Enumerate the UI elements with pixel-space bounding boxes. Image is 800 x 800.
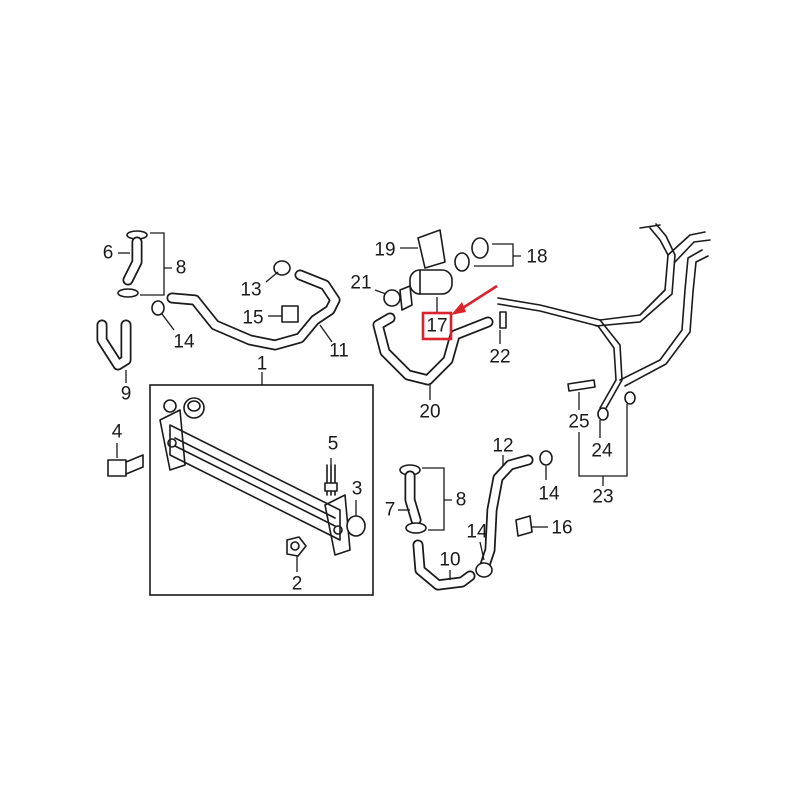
callout-8-lower: 8 [456, 490, 467, 511]
callout-23: 23 [592, 487, 613, 508]
callout-5: 5 [328, 434, 339, 455]
hose-11 [166, 260, 341, 351]
callout-12: 12 [492, 436, 513, 457]
callout-2: 2 [292, 574, 303, 595]
callout-20: 20 [419, 402, 440, 423]
callout-7: 7 [385, 500, 396, 521]
callout-14-right: 14 [538, 484, 560, 505]
cooler-assembly [149, 372, 374, 596]
pipe-group [497, 223, 711, 486]
callout-19: 19 [374, 240, 395, 261]
callout-9: 9 [121, 384, 132, 405]
pump-group [372, 229, 521, 400]
callout-8-left: 8 [176, 258, 187, 279]
highlight-arrow [457, 284, 498, 313]
highlight-group [421, 284, 498, 341]
callout-14-lower: 14 [466, 522, 488, 543]
callout-14-left: 14 [173, 332, 195, 353]
callout-4: 4 [112, 422, 123, 443]
callout-25: 25 [568, 412, 589, 433]
callout-13: 13 [240, 280, 261, 301]
lower-hose-group [398, 450, 553, 591]
callout-22: 22 [489, 347, 510, 368]
highlight-arrowhead [451, 302, 466, 315]
callouts: 1 2 3 4 5 6 7 8 8 9 10 11 12 13 14 14 14… [103, 240, 614, 595]
callout-11: 11 [329, 341, 349, 362]
left-hose-group [96, 230, 175, 383]
callout-1: 1 [257, 354, 268, 375]
callout-16: 16 [551, 518, 572, 539]
callout-24: 24 [591, 441, 613, 462]
callout-3: 3 [352, 479, 363, 500]
callout-21: 21 [350, 273, 371, 294]
callout-18: 18 [526, 247, 547, 268]
bolt-4 [107, 443, 144, 477]
callout-10: 10 [439, 550, 460, 571]
callout-17: 17 [426, 316, 447, 337]
highlight-box [421, 311, 453, 341]
callout-6: 6 [103, 243, 114, 264]
callout-15: 15 [242, 308, 263, 329]
